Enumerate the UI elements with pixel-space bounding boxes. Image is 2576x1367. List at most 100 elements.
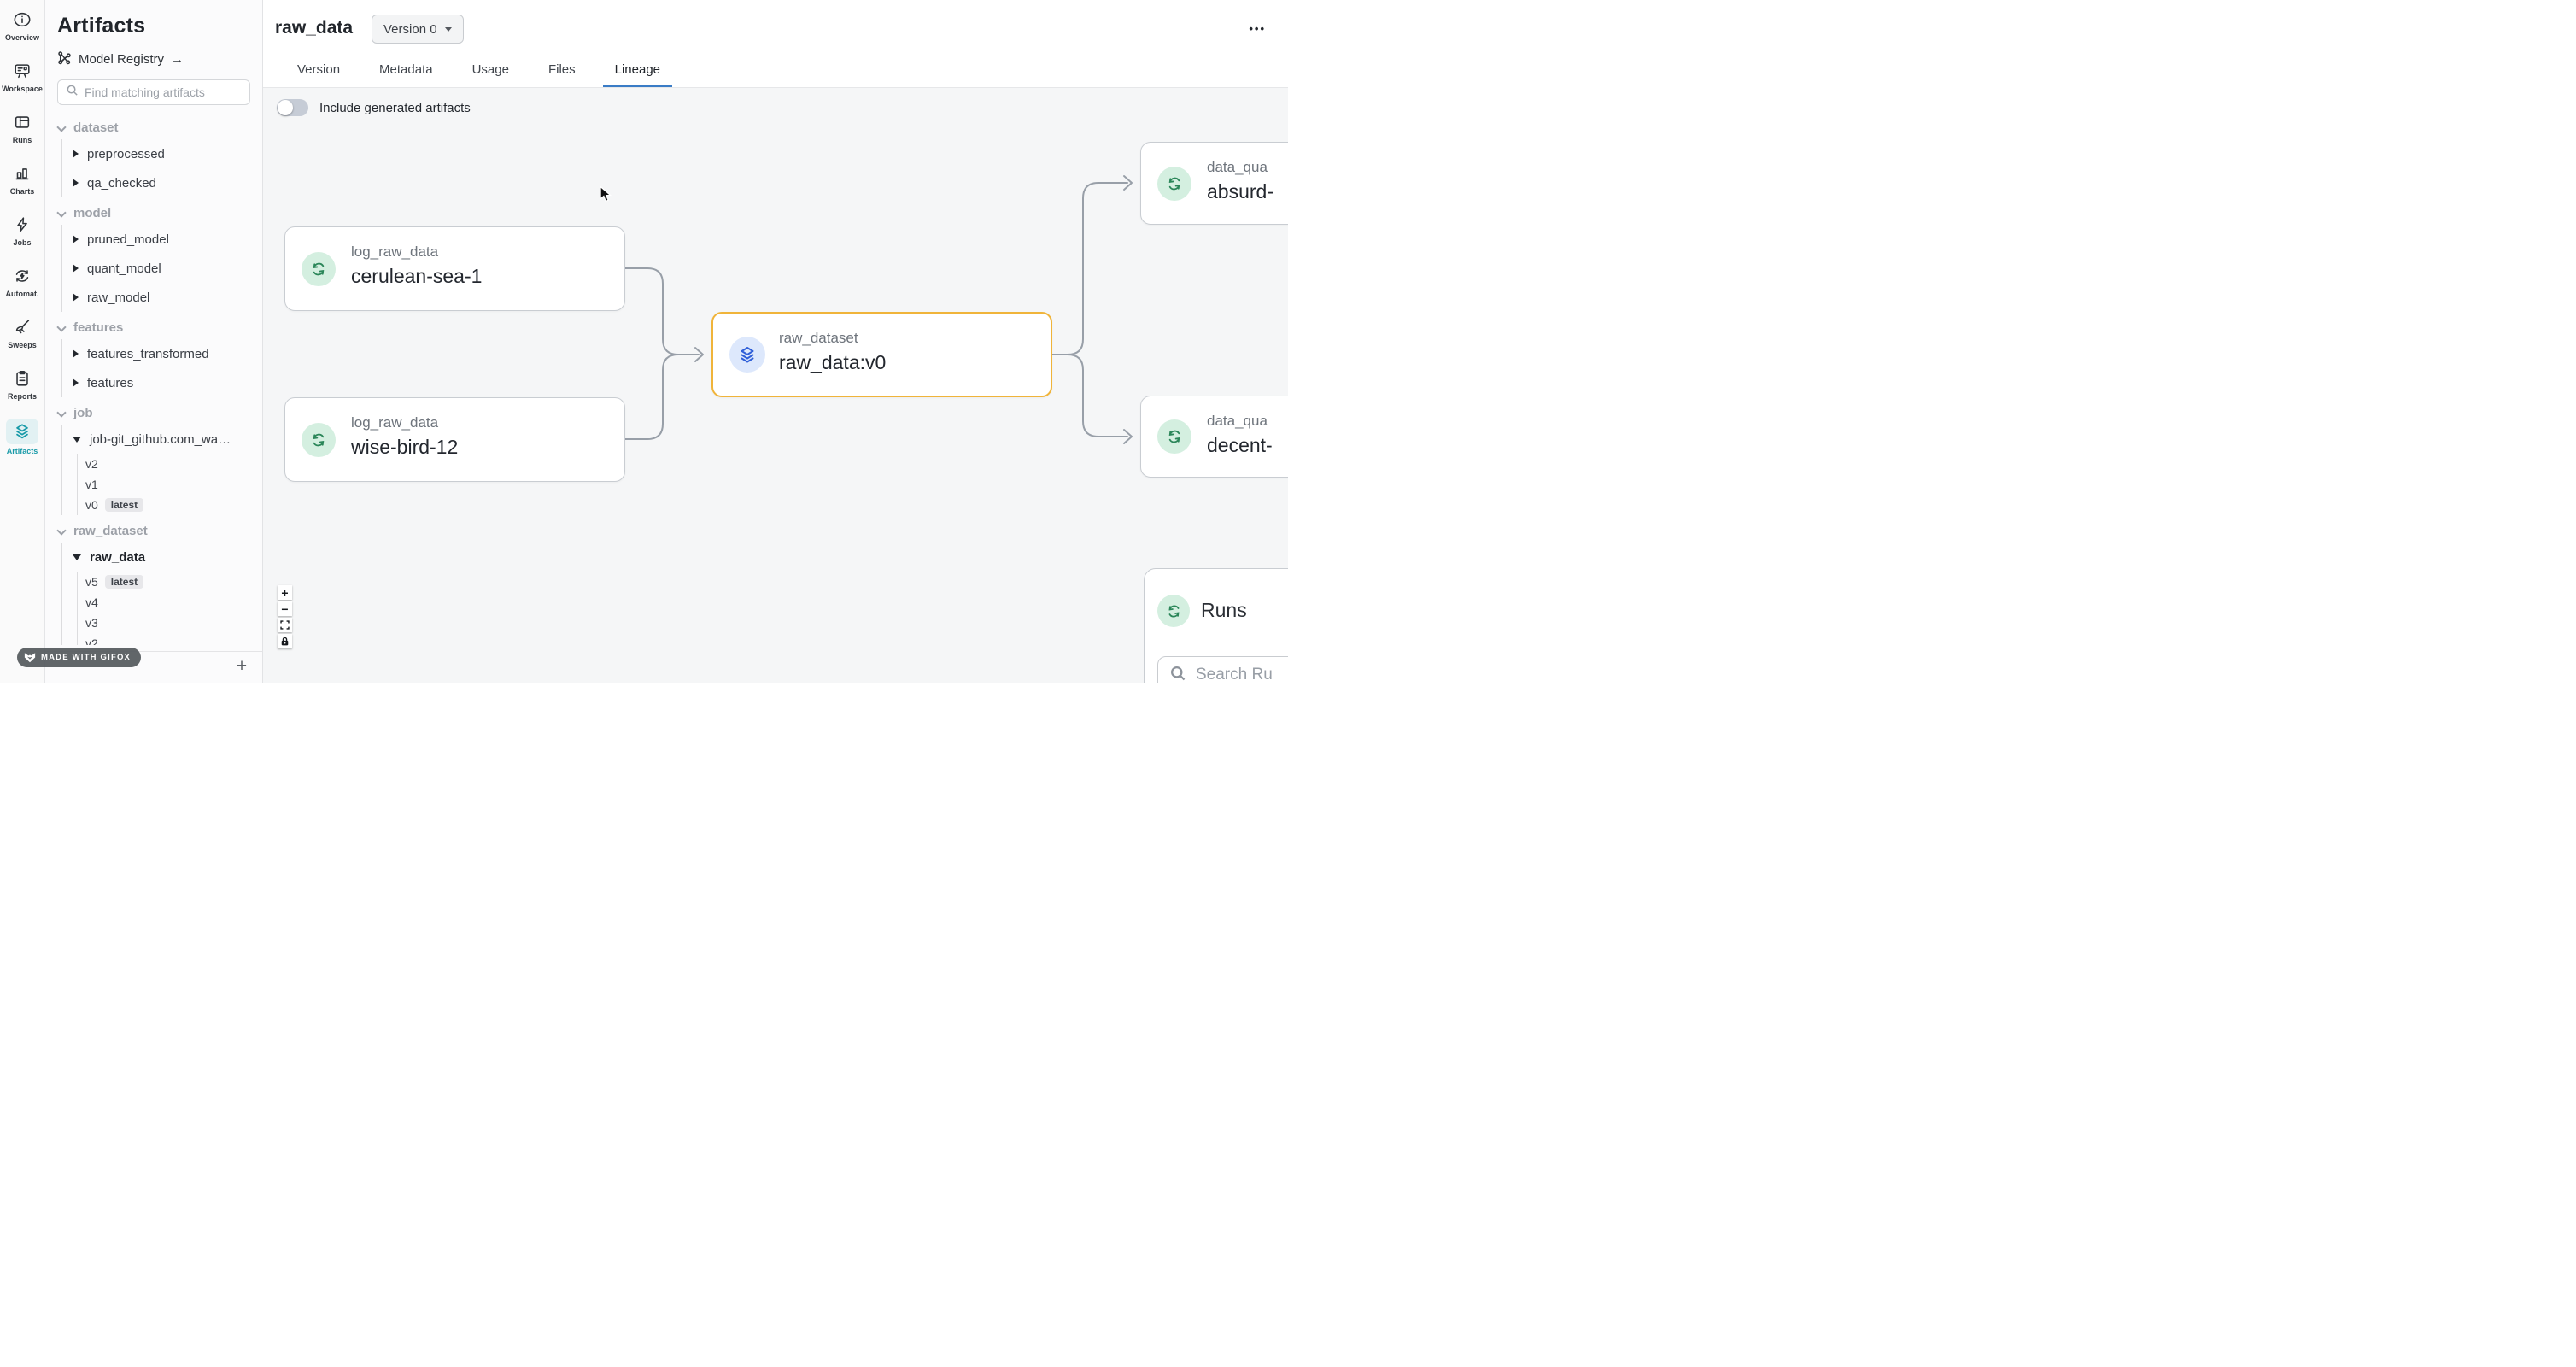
fox-icon (24, 653, 36, 663)
nav-jobs[interactable]: Jobs (0, 214, 44, 247)
node-name: raw_data:v0 (779, 351, 887, 373)
node-type-label: data_qua (1207, 413, 1268, 429)
tree-version[interactable]: v2 (45, 633, 262, 645)
search-input[interactable] (85, 85, 242, 99)
runs-panel-title: Runs (1201, 599, 1247, 621)
tab-files[interactable]: Files (547, 62, 576, 77)
nav-label: Runs (12, 136, 32, 144)
tree-item[interactable]: features_transformed (45, 339, 262, 368)
tree-item[interactable]: pruned_model (45, 225, 262, 254)
tabbar-divider (263, 87, 1288, 88)
nav-label: Charts (9, 187, 35, 196)
node-type-label: log_raw_data (351, 243, 439, 260)
tree-item[interactable]: preprocessed (45, 139, 262, 168)
nav-sweeps[interactable]: Sweeps (0, 316, 44, 349)
triangle-down-icon (73, 554, 81, 560)
chevron-right-icon (73, 378, 79, 387)
tab-lineage[interactable]: Lineage (602, 51, 673, 87)
add-artifact-button[interactable]: + (236, 656, 248, 676)
overflow-menu-button[interactable]: ••• (1249, 22, 1266, 35)
tab-metadata[interactable]: Metadata (379, 62, 433, 77)
tree-group-dataset[interactable]: dataset (45, 115, 262, 139)
node-name: absurd- (1207, 180, 1273, 202)
runs-search-input[interactable] (1196, 666, 1288, 684)
lineage-node-run-cerulean-sea-1[interactable]: log_raw_data cerulean-sea-1 (284, 226, 625, 311)
tree-version[interactable]: v3 (45, 613, 262, 633)
nav-overview[interactable]: Overview (0, 9, 44, 42)
chevron-down-icon (57, 123, 66, 132)
chevron-down-icon (57, 323, 66, 331)
tree-item[interactable]: raw_model (45, 283, 262, 312)
main-panel: raw_data Version 0 ••• Version Metadata … (263, 0, 1288, 684)
lightning-icon (9, 214, 35, 236)
chevron-down-icon (57, 208, 66, 217)
latest-badge: latest (104, 575, 144, 589)
nav-label: Overview (4, 33, 40, 42)
tree-group-features[interactable]: features (45, 315, 262, 339)
clipboard-icon (9, 367, 35, 390)
version-dropdown[interactable]: Version 0 (372, 15, 464, 44)
nav-charts[interactable]: Charts (0, 162, 44, 196)
artifact-layers-icon (729, 337, 765, 373)
lineage-node-run-absurd[interactable]: data_qua absurd- (1140, 142, 1288, 225)
tree-version[interactable]: v4 (45, 592, 262, 613)
run-refresh-icon (302, 251, 336, 286)
tree-item[interactable]: quant_model (45, 254, 262, 283)
chevron-right-icon (73, 264, 79, 273)
lineage-node-run-wise-bird-12[interactable]: log_raw_data wise-bird-12 (284, 397, 625, 482)
lock-button[interactable] (278, 634, 292, 648)
left-nav-rail: Overview Workspace Runs Charts Jobs Auto… (0, 0, 45, 684)
layers-icon (6, 419, 38, 444)
tree-group-job[interactable]: job (45, 401, 262, 425)
chevron-down-icon (57, 526, 66, 535)
node-name: decent- (1207, 434, 1273, 456)
nav-runs[interactable]: Runs (0, 111, 44, 144)
artifact-search-box[interactable] (57, 79, 250, 105)
tab-bar: Version Metadata Usage Files Lineage (289, 51, 691, 87)
tree-item[interactable]: features (45, 368, 262, 397)
sidebar-title: Artifacts (57, 14, 146, 38)
chevron-right-icon (73, 150, 79, 158)
chevron-right-icon (73, 235, 79, 243)
model-registry-label: Model Registry (79, 52, 165, 67)
lineage-canvas[interactable]: Include generated artifacts log_raw_data… (263, 88, 1288, 684)
tree-item-expanded[interactable]: job-git_github.com_wa… (45, 425, 262, 454)
tree-item[interactable]: qa_checked (45, 168, 262, 197)
nav-artifacts[interactable]: Artifacts (0, 419, 44, 455)
chevron-right-icon (73, 179, 79, 187)
fit-view-button[interactable] (278, 618, 292, 632)
nav-workspace[interactable]: Workspace (0, 60, 44, 93)
zoom-in-button[interactable]: + (278, 585, 292, 600)
runs-table-icon (9, 111, 35, 133)
lineage-node-run-decent[interactable]: data_qua decent- (1140, 396, 1288, 478)
lineage-node-artifact-raw-data-v0[interactable]: raw_dataset raw_data:v0 (711, 312, 1052, 397)
workspace-board-icon (9, 60, 35, 82)
watermark-label: MADE WITH GIFOX (41, 653, 132, 662)
automation-cycle-icon (9, 265, 35, 287)
broom-icon (9, 316, 35, 338)
tab-version[interactable]: Version (297, 62, 341, 77)
runs-search-box[interactable] (1157, 656, 1288, 684)
run-refresh-icon (1157, 595, 1190, 627)
nav-automations[interactable]: Automat. (0, 265, 44, 298)
tree-group-raw-dataset[interactable]: raw_dataset (45, 519, 262, 543)
bar-chart-icon (9, 162, 35, 185)
zoom-out-button[interactable]: − (278, 601, 292, 616)
tree-version[interactable]: v2 (45, 454, 262, 474)
caret-down-icon (444, 27, 452, 32)
chevron-right-icon (73, 293, 79, 302)
runs-panel: Runs (1144, 568, 1288, 684)
arrow-right-icon: → (171, 52, 184, 67)
generated-artifacts-toggle-row: Include generated artifacts (277, 99, 471, 116)
tree-group-model[interactable]: model (45, 201, 262, 225)
run-refresh-icon (302, 422, 336, 457)
tree-version[interactable]: v1 (45, 474, 262, 495)
tree-item-raw-data-selected[interactable]: raw_data (45, 543, 262, 572)
include-generated-toggle[interactable] (277, 99, 308, 116)
nav-label: Sweeps (8, 341, 37, 349)
model-registry-link[interactable]: Model Registry → (57, 50, 262, 68)
tab-usage[interactable]: Usage (471, 62, 509, 77)
nav-reports[interactable]: Reports (0, 367, 44, 401)
